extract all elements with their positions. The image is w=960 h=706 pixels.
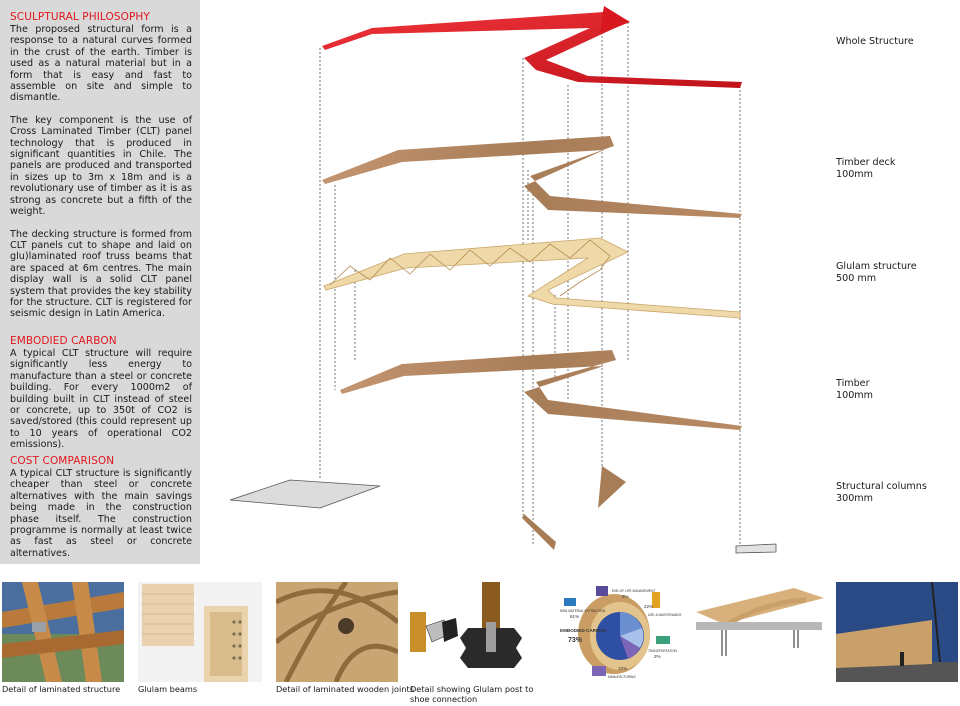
glulam-beams-photo [138, 582, 262, 682]
section-sculptural-philosophy: SCULPTURAL PHILOSOPHY The proposed struc… [10, 11, 192, 320]
section-title: EMBODIED CARBON [10, 335, 117, 347]
paragraph: A typical CLT structure will require sig… [10, 348, 192, 451]
section-title: SCULPTURAL PHILOSOPHY [10, 11, 150, 23]
guide-lines [319, 12, 741, 545]
exploded-structure-diagram [229, 6, 777, 554]
chart-label-manuf-pct: 10% [618, 666, 627, 671]
truss-connection-render [694, 582, 824, 682]
layer-name: Whole Structure [836, 36, 914, 47]
laminated-joints-photo [276, 582, 398, 682]
layer-name: Structural columns [836, 481, 927, 492]
layer-label-whole-structure: Whole Structure [836, 36, 914, 48]
layer-name: Timber [836, 378, 870, 389]
layer-label-timber: Timber 100mm [836, 378, 873, 401]
paragraph: The key component is the use of Cross La… [10, 114, 192, 218]
chart-label-main: 73% [568, 637, 583, 644]
chart-label-manuf: MANUFACTURING [608, 675, 636, 679]
glulam-structure-layer [323, 237, 741, 319]
layer-name: Timber deck [836, 157, 896, 168]
clt-panel-installation-photo [836, 582, 958, 682]
chart-label-use-pct: 22% [644, 604, 653, 609]
caption: Detail of laminated structure [2, 684, 121, 694]
layer-spec: 100mm [836, 389, 874, 401]
chart-label-transport-pct: 2% [654, 654, 661, 659]
layer-label-glulam: Glulam structure 500 mm [836, 261, 917, 284]
chart-label-use: USE & MAINTENANCE [648, 613, 682, 617]
caption: Detail showing Glulam post to shoe conne… [410, 684, 534, 704]
chart-label-eol: END OF LIFE MANAGEMENT [612, 589, 655, 593]
post-shoe-connection-photo [410, 582, 544, 682]
layer-name: Glulam structure [836, 261, 917, 272]
whole-structure-layer [322, 6, 742, 88]
laminated-structure-photo [2, 582, 124, 682]
chart-label-raw-pct: 61% [570, 614, 579, 619]
caption: Detail of laminated wooden joints [276, 684, 414, 694]
caption: Glulam beams [138, 684, 198, 694]
section-title: COST COMPARISON [10, 455, 115, 467]
layer-label-timber-deck: Timber deck 100mm [836, 157, 895, 180]
timber-layer [340, 350, 742, 430]
paragraph: The decking structure is formed from CLT… [10, 228, 192, 320]
layer-spec: 500 mm [836, 272, 877, 284]
text-panel: SCULPTURAL PHILOSOPHY The proposed struc… [0, 0, 200, 564]
timber-deck-layer [322, 136, 742, 218]
chart-label-transport: TRANSPORTATION [648, 649, 678, 653]
section-embodied-carbon: EMBODIED CARBON A typical CLT structure … [10, 335, 192, 451]
chart-label-center: EMBODIED CARBON [560, 628, 607, 633]
paragraph: A typical CLT structure is significantly… [10, 468, 192, 559]
structural-columns-layer [229, 466, 777, 554]
layer-label-structural-columns: Structural columns 300mm [836, 481, 927, 504]
embodied-carbon-chart: EMBODIED CARBON 73% RAW MATERIAL EXTRACT… [556, 582, 684, 682]
section-cost-comparison: COST COMPARISON A typical CLT structure … [10, 455, 192, 559]
paragraph: The proposed structural form is a respon… [10, 24, 192, 104]
chart-label-eol-pct: 5% [622, 594, 629, 599]
layer-spec: 100mm [836, 168, 874, 180]
chart-label-raw: RAW MATERIAL EXTRACTION [560, 609, 606, 613]
layer-spec: 300mm [836, 492, 874, 504]
